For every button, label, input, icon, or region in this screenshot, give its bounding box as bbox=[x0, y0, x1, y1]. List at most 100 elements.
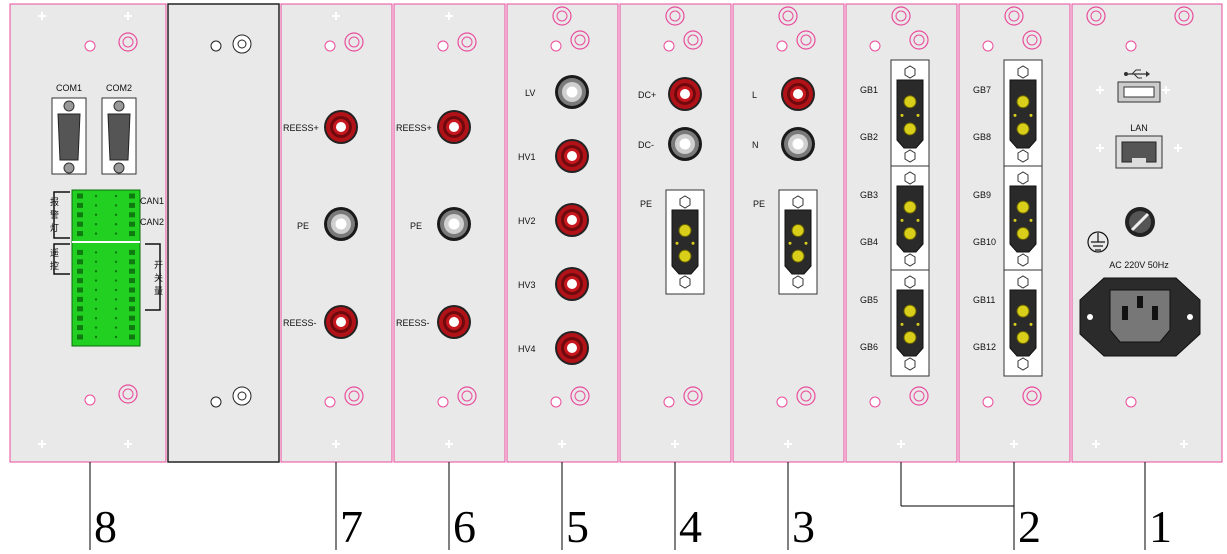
gb1-gb2-connector[interactable] bbox=[890, 59, 930, 169]
terminal-pin bbox=[94, 335, 98, 339]
terminal-pin bbox=[94, 298, 98, 301]
p3-pe-label: PE bbox=[753, 199, 765, 209]
hv2-jack[interactable] bbox=[555, 203, 589, 237]
callout-number-8: 8 bbox=[94, 501, 117, 552]
terminal-pin bbox=[94, 204, 98, 207]
com2-port[interactable] bbox=[101, 97, 137, 175]
usb-port[interactable] bbox=[1117, 81, 1161, 103]
gb9-label: GB9 bbox=[973, 190, 991, 200]
callout-number-5: 5 bbox=[566, 501, 589, 552]
gb9-gb10-connector[interactable] bbox=[1003, 165, 1043, 273]
terminal-screw bbox=[129, 296, 135, 302]
terminal-pin bbox=[114, 307, 118, 310]
hv1-jack[interactable] bbox=[555, 139, 589, 173]
terminal-block[interactable] bbox=[71, 189, 141, 347]
gb5-label: GB5 bbox=[860, 295, 878, 305]
p7-reess-pos-jack[interactable] bbox=[324, 110, 358, 144]
switch-quantity-bracket bbox=[145, 243, 161, 311]
n-jack[interactable] bbox=[781, 127, 815, 161]
gb10-label: GB10 bbox=[973, 237, 996, 247]
gb7-gb8-connector[interactable] bbox=[1003, 59, 1043, 169]
ac-input-label: AC 220V 50Hz bbox=[1109, 260, 1169, 270]
com1-port[interactable] bbox=[51, 97, 87, 175]
p3-pe-connector[interactable] bbox=[778, 189, 818, 295]
p6-reess-neg-label: REESS- bbox=[396, 318, 430, 328]
terminal-pin bbox=[94, 307, 98, 310]
terminal-screw bbox=[129, 249, 135, 255]
p6-pe-label: PE bbox=[410, 221, 422, 231]
p6-pe-jack[interactable] bbox=[437, 207, 471, 241]
lan-port[interactable] bbox=[1115, 135, 1163, 169]
terminal-screw bbox=[77, 259, 83, 265]
terminal-screw bbox=[129, 315, 135, 321]
p4-pe-connector[interactable] bbox=[665, 189, 705, 295]
com1-label: COM1 bbox=[56, 83, 82, 93]
com2-label: COM2 bbox=[106, 83, 132, 93]
terminal-pin bbox=[114, 326, 118, 329]
lv-label: LV bbox=[525, 88, 535, 98]
terminal-screw bbox=[77, 315, 83, 321]
terminal-pin bbox=[94, 260, 98, 263]
callout-number-6: 6 bbox=[453, 501, 476, 552]
p6-reess-pos-label: REESS+ bbox=[396, 123, 432, 133]
terminal-pin bbox=[114, 251, 118, 254]
fuse-holder[interactable] bbox=[1125, 207, 1155, 237]
terminal-pin bbox=[94, 270, 98, 273]
callout-number-7: 7 bbox=[340, 501, 363, 552]
terminal-pin bbox=[114, 270, 118, 273]
callout-number-2: 2 bbox=[1018, 501, 1041, 552]
lan-label: LAN bbox=[1130, 123, 1148, 133]
terminal-screw bbox=[129, 202, 135, 208]
terminal-pin bbox=[114, 213, 118, 216]
callout-number-4: 4 bbox=[679, 501, 702, 552]
gb6-label: GB6 bbox=[860, 342, 878, 352]
lv-jack[interactable] bbox=[555, 75, 589, 109]
p6-reess-pos-jack[interactable] bbox=[437, 110, 471, 144]
dc-neg-label: DC- bbox=[638, 140, 654, 150]
remote-control-label: 遥控 bbox=[50, 247, 59, 272]
hv2-label: HV2 bbox=[518, 216, 536, 226]
p7-reess-neg-jack[interactable] bbox=[324, 305, 358, 339]
gb3-label: GB3 bbox=[860, 190, 878, 200]
terminal-screw bbox=[77, 212, 83, 218]
hv4-jack[interactable] bbox=[555, 331, 589, 365]
terminal-pin bbox=[114, 223, 118, 226]
dc-neg-jack[interactable] bbox=[668, 127, 702, 161]
terminal-pin bbox=[94, 213, 98, 216]
terminal-screw bbox=[77, 296, 83, 302]
terminal-screw bbox=[129, 325, 135, 331]
terminal-pin bbox=[94, 232, 98, 235]
gb4-label: GB4 bbox=[860, 237, 878, 247]
terminal-screw bbox=[77, 306, 83, 312]
can2-label: CAN2 bbox=[140, 217, 164, 227]
terminal-screw bbox=[77, 278, 83, 284]
p6-reess-neg-jack[interactable] bbox=[437, 305, 471, 339]
terminal-screw bbox=[77, 268, 83, 274]
gb11-gb12-connector[interactable] bbox=[1003, 269, 1043, 377]
hv3-jack[interactable] bbox=[555, 267, 589, 301]
terminal-screw bbox=[77, 287, 83, 293]
power-connectors bbox=[665, 59, 1043, 377]
gb11-label: GB11 bbox=[973, 295, 995, 305]
terminal-screw bbox=[77, 193, 83, 199]
terminal-pin bbox=[94, 279, 98, 282]
gb12-label: GB12 bbox=[973, 342, 996, 352]
usb-icon bbox=[1124, 69, 1150, 79]
terminal-screw bbox=[129, 212, 135, 218]
l-label: L bbox=[752, 90, 757, 100]
hv3-label: HV3 bbox=[518, 280, 536, 290]
gb5-gb6-connector[interactable] bbox=[890, 269, 930, 377]
p7-pe-jack[interactable] bbox=[324, 207, 358, 241]
terminal-screw bbox=[129, 231, 135, 237]
terminal-pin bbox=[114, 317, 118, 320]
terminal-screw bbox=[129, 259, 135, 265]
gb7-label: GB7 bbox=[973, 85, 991, 95]
ac-power-inlet[interactable] bbox=[1079, 277, 1201, 357]
callout-number-1: 1 bbox=[1149, 501, 1172, 552]
gb3-gb4-connector[interactable] bbox=[890, 165, 930, 273]
l-jack[interactable] bbox=[781, 77, 815, 111]
dc-pos-jack[interactable] bbox=[668, 77, 702, 111]
p4-pe-label: PE bbox=[640, 199, 652, 209]
p7-pe-label: PE bbox=[297, 221, 309, 231]
terminal-pin bbox=[114, 260, 118, 263]
